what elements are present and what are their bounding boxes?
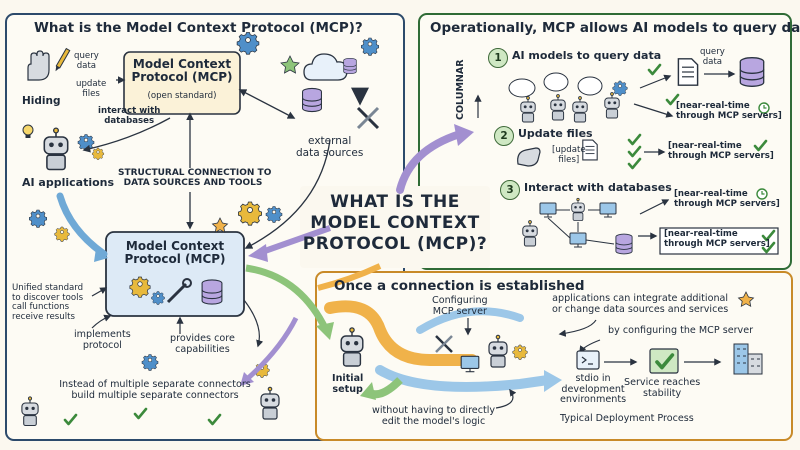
external-data-sources-label: external data sources <box>296 135 364 159</box>
wrench-screwdriver-icon <box>356 106 380 130</box>
lightbulb-gear-icon <box>91 147 105 160</box>
mcp-core-title: Model Context Protocol (MCP) <box>124 239 226 267</box>
center-title-line3: PROTOCOL (MCP)? <box>302 234 488 254</box>
city-building-icon <box>733 343 763 375</box>
arrow-apps-to-flow <box>558 319 597 337</box>
step-1-badge: 1 <box>488 48 508 68</box>
arrow-core-to-bottom-purple <box>244 316 299 382</box>
core-wrench-icon <box>166 278 192 304</box>
service-check-box <box>649 348 679 374</box>
implements-protocol-label: implements protocol <box>74 329 131 351</box>
arrow-core-to-connectors <box>243 299 264 348</box>
query-doc-icon <box>677 58 699 86</box>
arrow-robots-to-doc <box>639 74 672 89</box>
arrow-center-to-core <box>261 225 331 255</box>
arrow-center-to-bottom <box>317 263 382 291</box>
service-reaches-label: Service reaches stability <box>624 377 701 399</box>
gear-icon-mid <box>237 201 263 226</box>
query-db-icon <box>739 57 765 87</box>
arrow-net-to-nrt3 <box>639 199 670 215</box>
nrt-label-4: [near-real-time through MCP servers] <box>664 229 770 249</box>
provides-core-label: provides core capabilities <box>170 333 235 355</box>
arrow-implements <box>91 314 112 329</box>
step-3-label: Interact with databases <box>524 181 672 194</box>
config-tools-icon <box>435 335 453 353</box>
step-3-badge: 3 <box>500 180 520 200</box>
stdio-label: stdio in development environments <box>560 373 627 406</box>
star-icon-2 <box>211 217 229 234</box>
arrow-mcp-to-external <box>238 89 296 119</box>
core-db-icon <box>201 279 223 305</box>
arrow-center-to-right <box>396 130 464 194</box>
typical-deployment-label: Typical Deployment Process <box>560 413 694 424</box>
arrow-unified <box>91 287 108 297</box>
without-directly-label: without having to directly edit the mode… <box>372 405 496 427</box>
terminal-icon <box>576 350 600 370</box>
net-db-icon <box>615 233 633 255</box>
mcp-open-title: Model Context Protocol (MCP) <box>131 57 233 85</box>
right-panel-heading: Operationally, MCP allows AI models to q… <box>430 20 800 36</box>
bottom-panel-border <box>315 271 793 441</box>
gear-icon-left2 <box>54 226 70 242</box>
nrt-label-2: [near-real-time through MCP servers] <box>668 141 774 161</box>
update-files-label: update files <box>76 79 107 99</box>
query-data-right-label: query data <box>700 47 725 67</box>
unified-standard-label: Unified standard to discover tools call … <box>12 283 84 322</box>
nrt4-box <box>659 227 779 255</box>
hand-icon <box>27 50 50 81</box>
star-icon-3 <box>737 291 755 308</box>
arrow-robots-to-nrt1 <box>633 103 674 118</box>
center-title-line1: WHAT IS THE <box>330 192 460 212</box>
structural-connection-label: STRUCTURAL CONNECTION TO DATA SOURCES AN… <box>118 168 272 189</box>
ai-applications-label: AI applications <box>22 176 115 189</box>
step-2-label: Update files <box>518 127 593 140</box>
gear-icon-top2 <box>360 37 380 56</box>
gear-icon-core2 <box>151 291 165 305</box>
gear-icon-left <box>28 209 48 228</box>
arrow-without-directly <box>495 388 517 409</box>
thought-bubbles <box>508 72 603 98</box>
gear-icon-core <box>129 276 151 298</box>
update-files-tag: [update files] <box>552 145 586 165</box>
gear-icon-bottom <box>141 354 159 371</box>
applications-can-label: applications can integrate additional or… <box>552 293 729 315</box>
step-2-badge: 2 <box>494 126 514 146</box>
flow-orange-arrow <box>324 300 478 366</box>
arrow-interact-to-robot <box>82 117 171 153</box>
arrow-external-to-core <box>244 139 331 249</box>
flow-blue-arrow <box>375 365 553 392</box>
arrow-core-to-bottom <box>245 264 330 332</box>
robot-hand-icon <box>517 147 541 167</box>
by-configuring-label: by configuring the MCP server <box>608 325 754 336</box>
open-standard-label: (open standard) <box>147 91 217 101</box>
arrow-ai-app-to-core <box>56 192 108 258</box>
net-lines <box>547 209 615 245</box>
separate-connectors-label: Instead of multiple separate connectors … <box>59 379 251 401</box>
initial-setup-label: Initial setup <box>332 373 364 395</box>
hiding-label: Hiding <box>22 95 61 107</box>
query-data-label: query data <box>74 51 99 71</box>
bottom-panel-heading: Once a connection is established <box>334 278 585 294</box>
columnar-label: COLUMNAR <box>455 59 466 120</box>
gear-icon-right-panel <box>612 80 628 96</box>
nrt-label-3: [near-real-time through MCP servers] <box>674 189 780 209</box>
flow-blue-arrow-2 <box>416 307 524 334</box>
nrt-label-1: [near-real-time through MCP servers] <box>676 101 782 121</box>
center-title-line2: MODEL CONTEXT <box>310 213 480 233</box>
configuring-label: Configuring MCP server <box>432 295 488 317</box>
step-1-label: AI models to query data <box>512 49 662 62</box>
pencil-icon <box>55 47 71 72</box>
cloud-db-icon <box>343 57 357 75</box>
star-icon-1 <box>280 55 300 74</box>
left-panel-heading: What is the Model Context Protocol (MCP)… <box>34 20 363 36</box>
center-title-backdrop <box>300 186 490 268</box>
server-db-icon <box>302 87 322 113</box>
gear-icon-bottom-panel <box>512 344 528 360</box>
gear-icon-mid2 <box>265 206 283 223</box>
lightbulb-icon <box>22 124 34 138</box>
interact-databases-label: interact with databases <box>98 106 161 126</box>
